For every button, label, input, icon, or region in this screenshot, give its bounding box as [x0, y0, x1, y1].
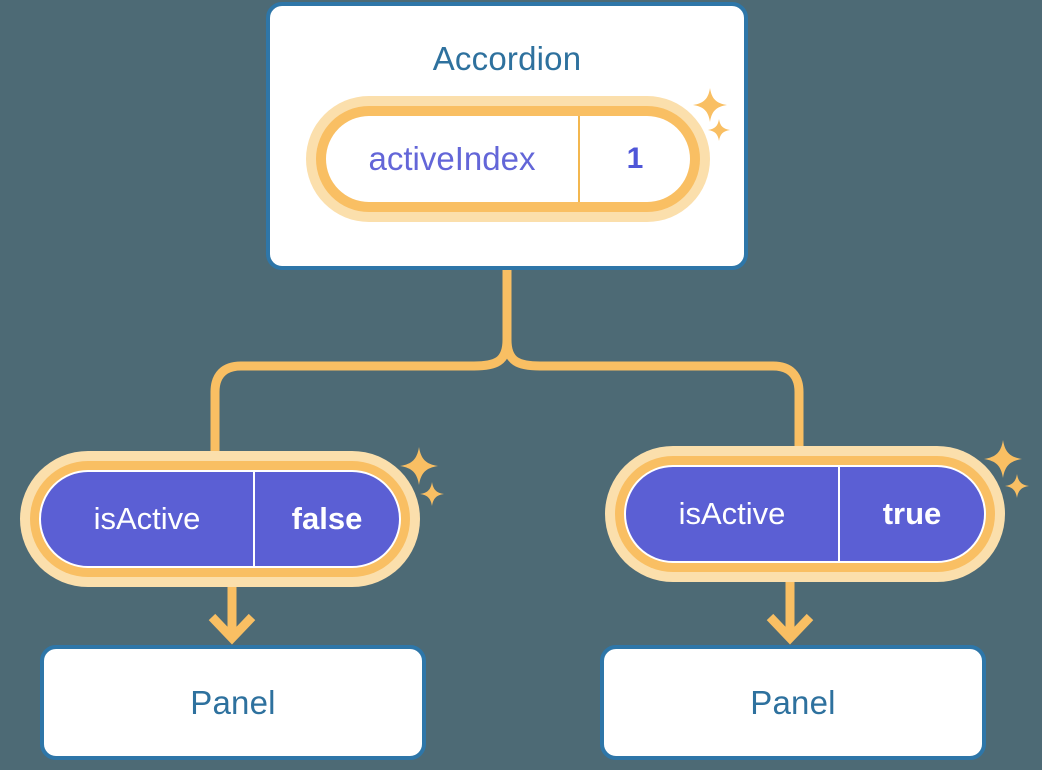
accordion-card-title: Accordion [432, 40, 582, 77]
sparkle-icon-right-small [1005, 474, 1029, 498]
sparkle-icon-accordion-large [693, 88, 727, 122]
connector-left-branch [210, 265, 512, 460]
connector-right-branch [502, 265, 804, 460]
state-pill-body: activeIndex 1 [326, 116, 690, 202]
state-pill-isactive-true[interactable]: isActive true [605, 446, 1005, 582]
state-key-isactive-right: isActive [626, 467, 840, 561]
state-key-isactive-left: isActive [41, 472, 255, 566]
state-key-activeindex: activeIndex [326, 116, 580, 202]
sparkle-icon-right-large [984, 440, 1022, 478]
state-value-isactive-right: true [882, 496, 942, 531]
state-pill-isactive-false[interactable]: isActive false [20, 451, 420, 587]
panel-component-card-right[interactable]: Panel [600, 645, 986, 760]
panel-card-title-left: Panel [190, 684, 276, 721]
sparkle-icon-left-small [420, 482, 444, 506]
state-value-isactive-left: false [291, 501, 363, 536]
sparkle-icon-accordion-small [708, 119, 730, 141]
state-pill-body: isActive false [39, 470, 401, 568]
state-pill-activeindex[interactable]: activeIndex 1 [306, 96, 710, 222]
panel-card-title-right: Panel [750, 684, 836, 721]
state-pill-body: isActive true [624, 465, 986, 563]
panel-component-card-left[interactable]: Panel [40, 645, 426, 760]
sparkle-icon-left-large [400, 447, 438, 485]
state-value-activeindex: 1 [626, 142, 644, 175]
